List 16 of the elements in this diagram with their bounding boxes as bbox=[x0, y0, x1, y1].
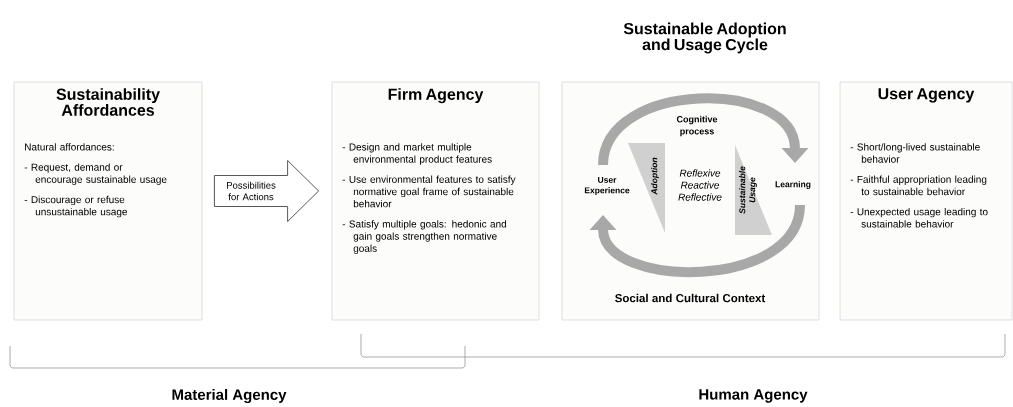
cycle-label: Reflexive Reactive Reflective bbox=[678, 169, 722, 201]
edge-label: Possibilities for Actions bbox=[227, 181, 276, 201]
text-card: Firm Agency - Design and market multiple environmental product features - Use environmental features to satisfy normative goal frame of sustainable behavior - Satisfy multiple goals: hedonic and gain goals strengthen normative goals bbox=[331, 81, 540, 321]
text-card: User Agency - Short/long-lived sustainable behavior - Faithful appropriation leading to sustainable behavior - Unexpected usage leading to sustainable behavior bbox=[839, 81, 1013, 321]
cycle-arrow bbox=[589, 204, 805, 277]
cycle-label: Learning bbox=[775, 181, 811, 189]
caption: Social and Cultural Context bbox=[615, 293, 766, 303]
cycle-label: User Experience bbox=[584, 176, 630, 196]
triangle: Sustainable Usage bbox=[735, 145, 772, 235]
cycle-label: Cognitive process bbox=[676, 115, 718, 137]
text-card: Sustainability Affordances Natural affordances: - Request, demand or encourage sustainable usage - Discourage or refuse unsustainable usage bbox=[13, 81, 203, 321]
cycle-arrow bbox=[598, 93, 809, 166]
group-label: Material Agency bbox=[172, 388, 287, 403]
heading: Sustainable Adoption and Usage Cycle bbox=[623, 22, 786, 54]
block-arrow bbox=[213, 160, 320, 222]
group-label: Human Agency bbox=[699, 389, 808, 403]
